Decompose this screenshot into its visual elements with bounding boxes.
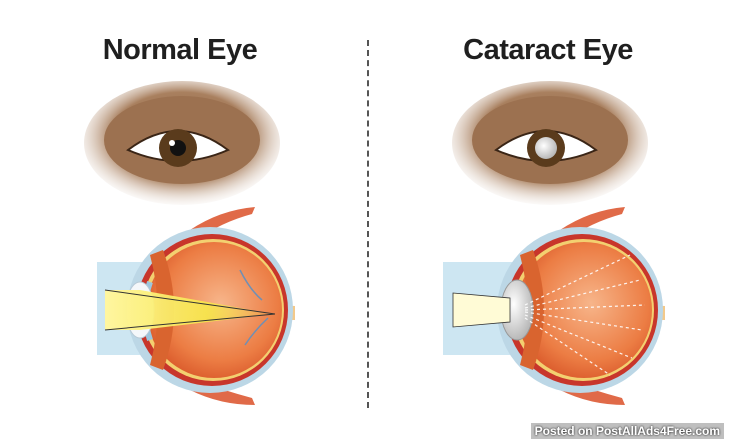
- normal-eye-external: [84, 81, 280, 205]
- watermark: Posted on PostAllAds4Free.com: [530, 423, 724, 439]
- cataract-eye-external: [452, 81, 648, 205]
- normal-eye-title: Normal Eye: [102, 34, 258, 66]
- cataract-eye-cross-section: [443, 207, 665, 405]
- dashed-divider: [367, 40, 369, 408]
- normal-eye-cross-section: [97, 207, 295, 405]
- cloudy-lens-icon: [535, 137, 557, 159]
- cataract-eye-title: Cataract Eye: [463, 34, 633, 66]
